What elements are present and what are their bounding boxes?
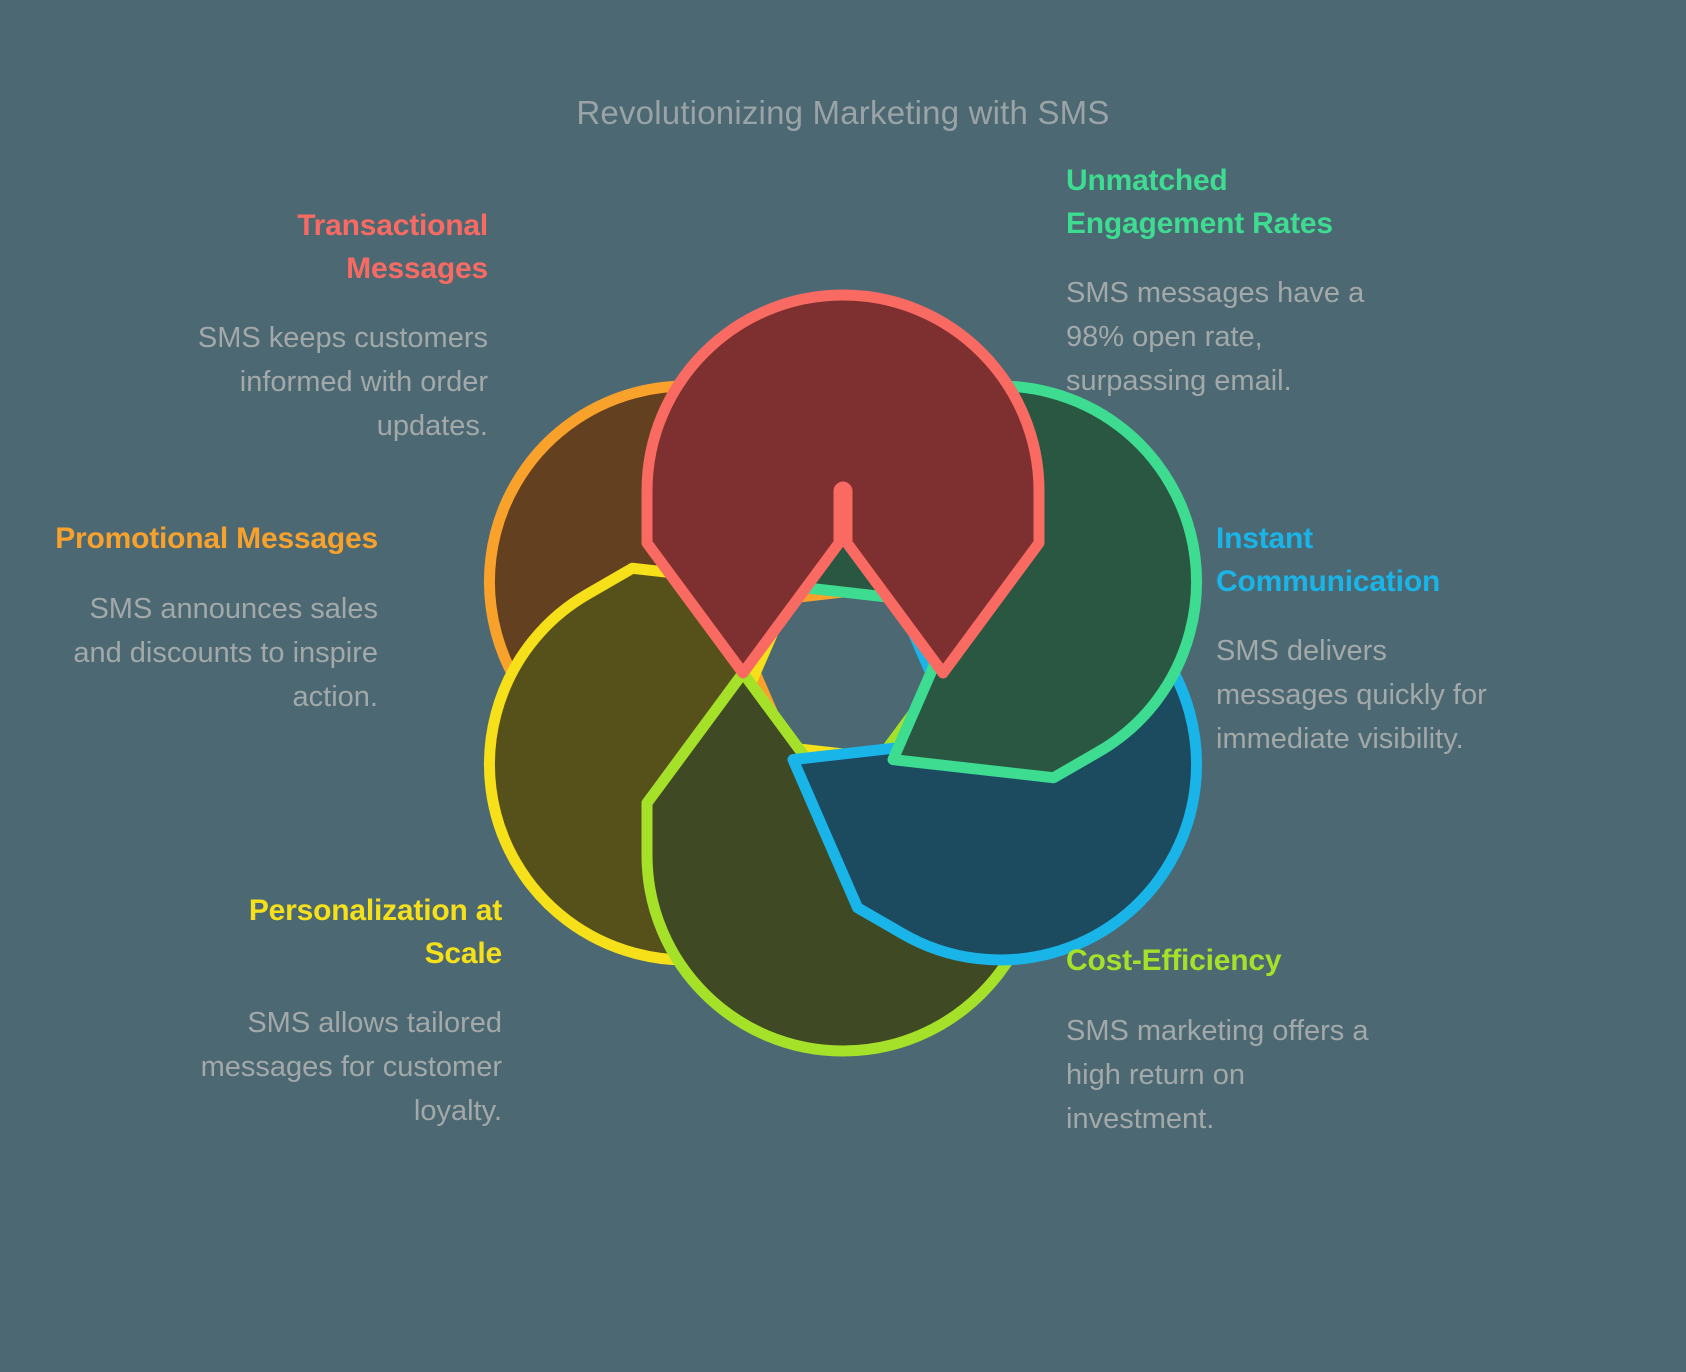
section-body-personalization: SMS allows tailored messages for custome…	[200, 1007, 502, 1128]
section-instant-communication: Instant Communication SMS delivers messa…	[1216, 518, 1516, 761]
section-heading-personalization: Personalization at Scale	[248, 894, 502, 970]
section-body-promotional: SMS announces sales and discounts to ins…	[73, 592, 378, 713]
section-body-transactional: SMS keeps customers informed with order …	[197, 322, 488, 443]
section-body-cost-efficiency: SMS marketing offers a high return on in…	[1066, 1014, 1369, 1135]
section-heading-engagement: Unmatched Engagement Rates	[1066, 164, 1333, 240]
section-personalization-at-scale: Personalization at Scale SMS allows tail…	[172, 890, 503, 1133]
section-transactional-messages: Transactional Messages SMS keeps custome…	[158, 205, 488, 448]
section-heading-promotional: Promotional Messages	[55, 522, 378, 555]
section-body-engagement: SMS messages have a 98% open rate, surpa…	[1066, 277, 1365, 398]
section-body-instant: SMS delivers messages quickly for immedi…	[1216, 635, 1487, 756]
section-heading-cost-efficiency: Cost-Efficiency	[1066, 944, 1282, 977]
section-cost-efficiency: Cost-Efficiency SMS marketing offers a h…	[1066, 940, 1396, 1141]
section-heading-instant: Instant Communication	[1216, 522, 1441, 598]
section-heading-transactional: Transactional Messages	[297, 209, 488, 285]
hook-transactional	[647, 295, 1039, 673]
section-unmatched-engagement-rates: Unmatched Engagement Rates SMS messages …	[1066, 160, 1396, 403]
section-promotional-messages: Promotional Messages SMS announces sales…	[48, 518, 378, 719]
page-title: Revolutionizing Marketing with SMS	[576, 94, 1110, 131]
